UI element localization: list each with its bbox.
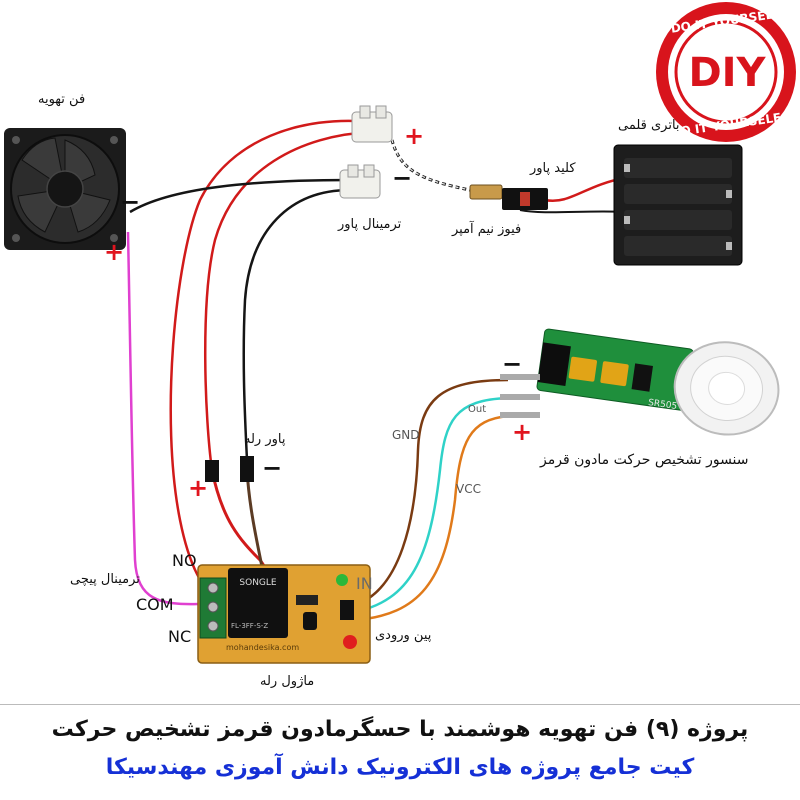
screw-terminal-label: ترمینال پیچی xyxy=(70,572,140,587)
relay-power-label: پاور رله xyxy=(244,432,286,447)
diy-logo xyxy=(656,2,796,142)
fan-icon xyxy=(4,128,126,250)
terminal-top-icon xyxy=(351,105,393,143)
relay-plus-sign: + xyxy=(188,474,209,502)
red-wire-2 xyxy=(204,130,373,471)
relay-module-icon: SONGLE xyxy=(197,456,371,664)
pin-com-label: COM xyxy=(136,595,174,614)
battery-black-wire xyxy=(519,209,626,214)
out-wire xyxy=(354,396,509,614)
gnd-wire xyxy=(354,378,509,607)
battery-holder-icon xyxy=(613,144,743,266)
black-wire-relay xyxy=(242,188,351,461)
fuse-label: فیوز نیم آمپر xyxy=(452,222,522,237)
svg-text:SONGLE: SONGLE xyxy=(239,578,277,588)
twisted-wire-white xyxy=(391,139,471,191)
pin-in-label: IN xyxy=(356,574,373,593)
terminal-plus-sign: + xyxy=(404,122,425,150)
fan-plus-sign: + xyxy=(104,238,125,266)
power-switch-icon xyxy=(469,184,548,210)
magenta-wire xyxy=(126,231,199,606)
sensor-plus-sign: + xyxy=(512,418,533,446)
vcc-wire xyxy=(354,414,509,622)
power-switch-label: کلید پاور xyxy=(530,161,576,176)
sensor-minus-sign: − xyxy=(502,350,523,378)
footer-divider xyxy=(0,704,800,705)
fan-minus-sign: − xyxy=(120,188,141,216)
fan-label: فن تهویه xyxy=(38,92,86,107)
input-pin-label: پین ورودی xyxy=(375,628,432,643)
relay-minus-sign: − xyxy=(262,454,283,482)
battery-label: باتری قلمی xyxy=(618,118,680,133)
power-terminal-label: ترمینال پاور xyxy=(338,217,402,232)
pin-vcc-label: VCC xyxy=(456,482,481,496)
pir-sensor-icon xyxy=(500,328,780,436)
relay-module-label: ماژول رله xyxy=(260,674,315,689)
pin-out-label: Out xyxy=(468,404,487,415)
board-url-text: mohandesika.com xyxy=(226,643,300,652)
red-wire-1 xyxy=(169,119,373,592)
battery-red-wire xyxy=(544,176,626,203)
terminal-bottom-icon xyxy=(339,164,381,199)
pin-gnd-label: GND xyxy=(392,428,420,442)
pin-no-label: NO xyxy=(172,551,197,570)
pin-nc-label: NC xyxy=(168,627,192,646)
page-subtitle: کیت جامع پروژه های الکترونیک دانش آموزی … xyxy=(105,755,695,780)
diy-logo-text: DIY xyxy=(688,50,766,96)
relay-marking-text: FL-3FF-S-Z xyxy=(231,622,269,630)
pir-sensor-label: سنسور تشخیص حرکت مادون قرمز xyxy=(540,452,749,468)
terminal-minus-sign: − xyxy=(392,164,413,192)
black-wire-fan xyxy=(129,178,351,214)
page-title: پروژه (۹) فن تهویه هوشمند با حسگرمادون ق… xyxy=(51,717,749,742)
